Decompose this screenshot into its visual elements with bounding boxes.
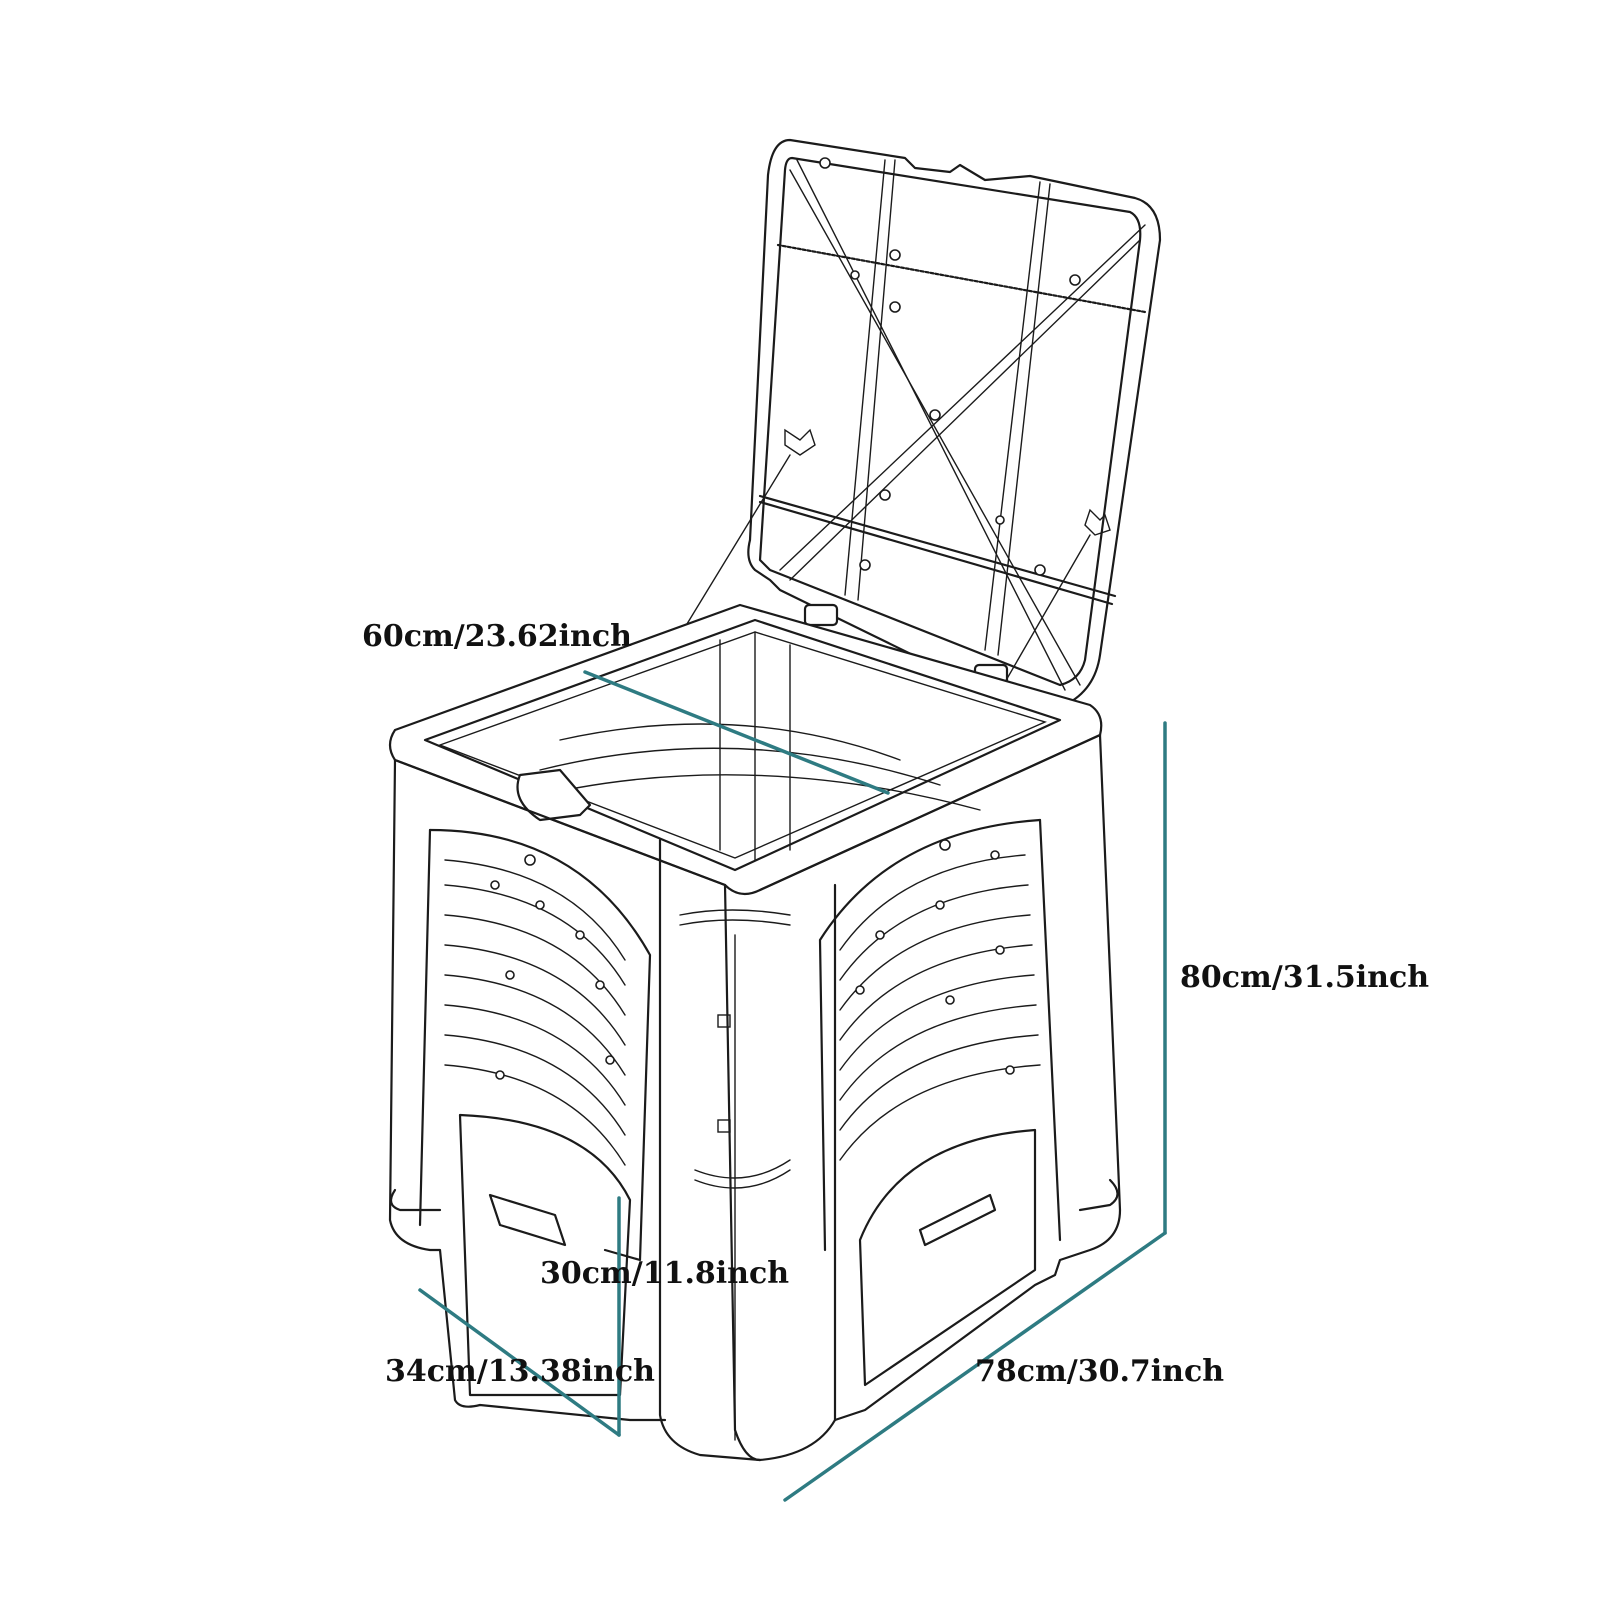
bin-body	[388, 603, 1122, 1462]
door-width-label: 34cm/13.38inch	[385, 1354, 655, 1389]
base-width-label: 78cm/30.7inch	[975, 1354, 1224, 1389]
dimension-lines	[418, 670, 1167, 1502]
door-width-dimension-line	[418, 1288, 621, 1437]
height-label: 80cm/31.5inch	[1180, 960, 1429, 995]
door-height-label: 30cm/11.8inch	[540, 1256, 789, 1291]
open-lid	[664, 138, 1162, 761]
base-width-dimension-line	[783, 1231, 1167, 1502]
lid-width-label: 60cm/23.62inch	[362, 619, 632, 654]
lid-width-dimension-line	[583, 670, 890, 795]
